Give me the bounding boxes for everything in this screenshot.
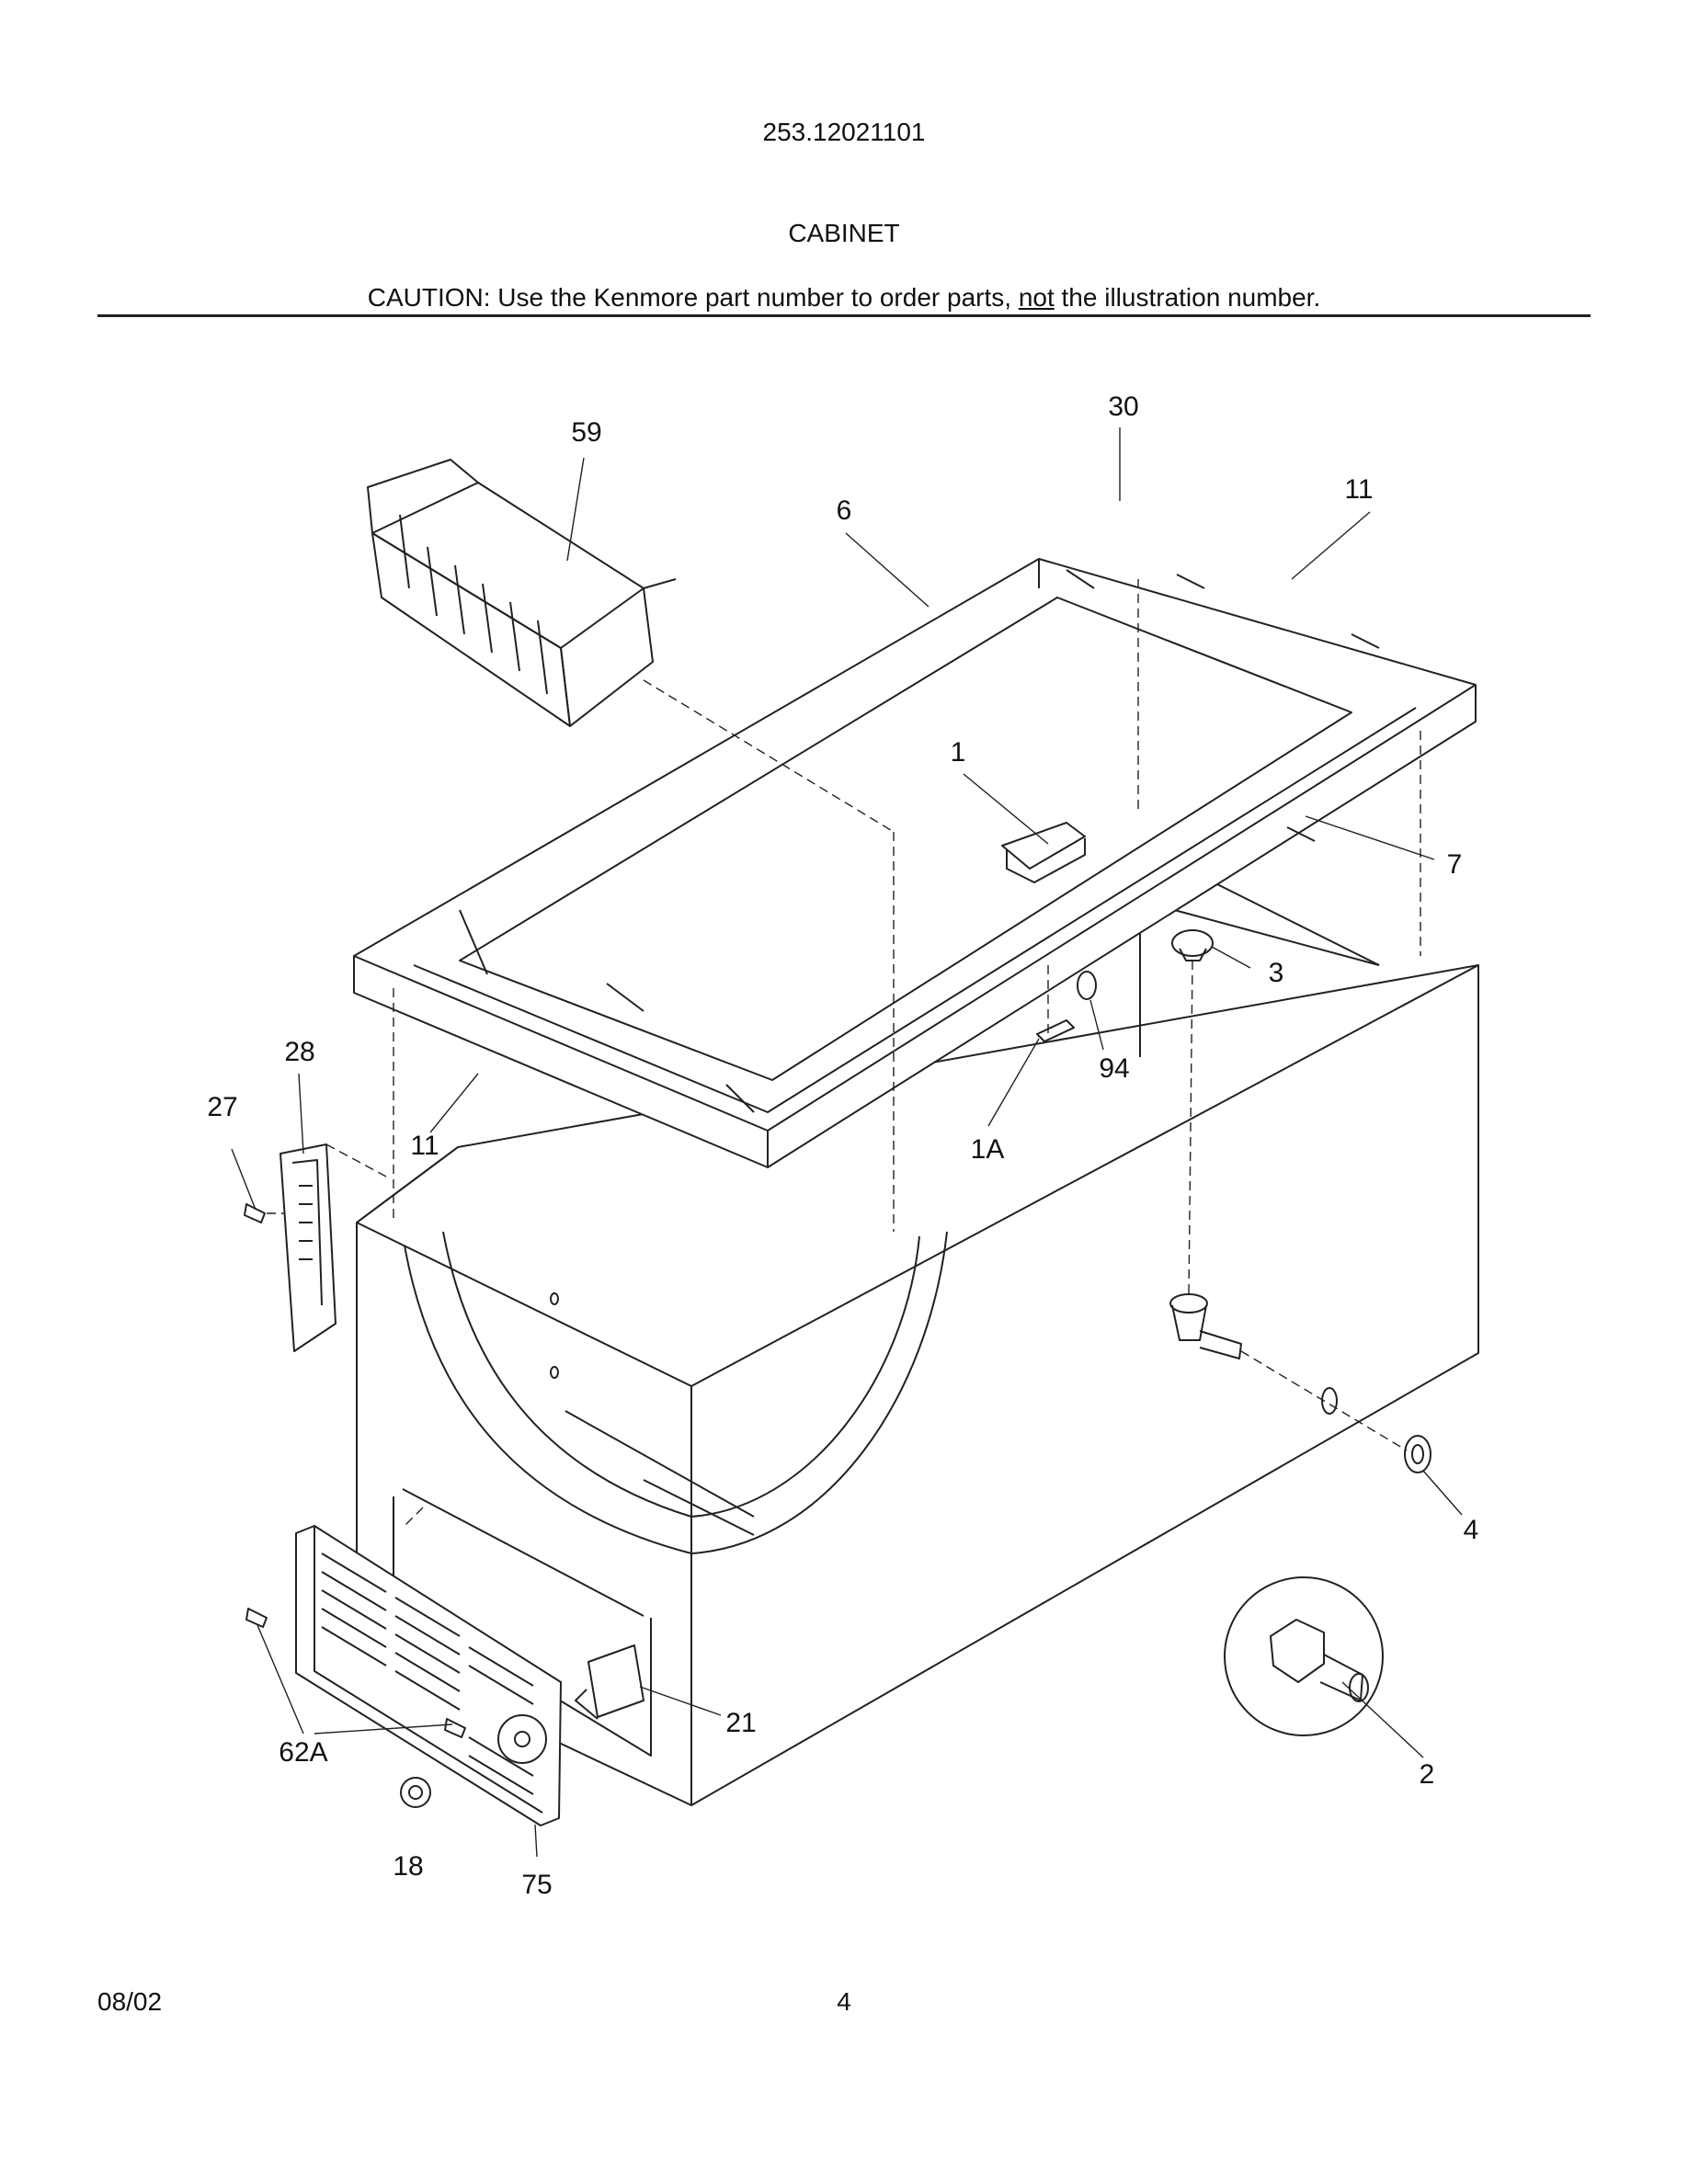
footer-page-number: 4	[837, 1987, 851, 2016]
caution-note: CAUTION: Use the Kenmore part number to …	[0, 283, 1688, 313]
drain-fitting-ring	[1321, 1387, 1338, 1415]
callout-18: 18	[393, 1851, 423, 1882]
callout-1: 1	[951, 737, 966, 768]
callout-7: 7	[1447, 849, 1463, 880]
drain-cap	[1404, 1435, 1431, 1473]
drain-assembly	[1169, 1293, 1242, 1359]
model-number: 253.12021101	[762, 118, 926, 146]
callout-6: 6	[837, 495, 852, 526]
hinge-screw	[244, 1203, 266, 1223]
callout-1a: 1A	[971, 1134, 1005, 1165]
callout-3: 3	[1269, 958, 1284, 988]
callout-94: 94	[1099, 1053, 1129, 1084]
callout-21: 21	[725, 1708, 756, 1738]
front-grille	[295, 1525, 562, 1826]
wire-basket	[367, 459, 677, 727]
o-ring	[1077, 971, 1097, 1000]
caution-suffix: the illustration number.	[1054, 283, 1321, 312]
section-title: CABINET	[788, 219, 900, 247]
callout-28: 28	[284, 1037, 314, 1067]
callout-75: 75	[521, 1870, 552, 1900]
callout-4: 4	[1464, 1515, 1479, 1545]
breaker-strip-frame	[353, 558, 1477, 1168]
callout-59: 59	[571, 417, 601, 448]
callout-2: 2	[1420, 1759, 1435, 1790]
header-rule	[97, 314, 1591, 317]
callout-27: 27	[207, 1092, 237, 1122]
caution-prefix: CAUTION: Use the Kenmore part number to …	[367, 283, 1019, 312]
hinge-bracket	[279, 1143, 336, 1352]
leader-lines	[231, 427, 1463, 1858]
footer-date: 08/02	[97, 1987, 163, 2016]
inset-detail	[1224, 1576, 1384, 1736]
drain-plug	[1171, 929, 1214, 961]
callout-11-top: 11	[1344, 474, 1373, 505]
clip-1a	[1036, 1019, 1075, 1042]
assembly-lines	[267, 579, 1421, 1527]
cold-control	[575, 1644, 644, 1720]
caution-emphasis: not	[1018, 283, 1055, 312]
callout-62a: 62A	[279, 1737, 327, 1768]
callout-11-left: 11	[410, 1131, 439, 1161]
grille-screws	[245, 1608, 466, 1738]
grille-plug	[400, 1777, 431, 1808]
callout-30: 30	[1108, 392, 1138, 422]
